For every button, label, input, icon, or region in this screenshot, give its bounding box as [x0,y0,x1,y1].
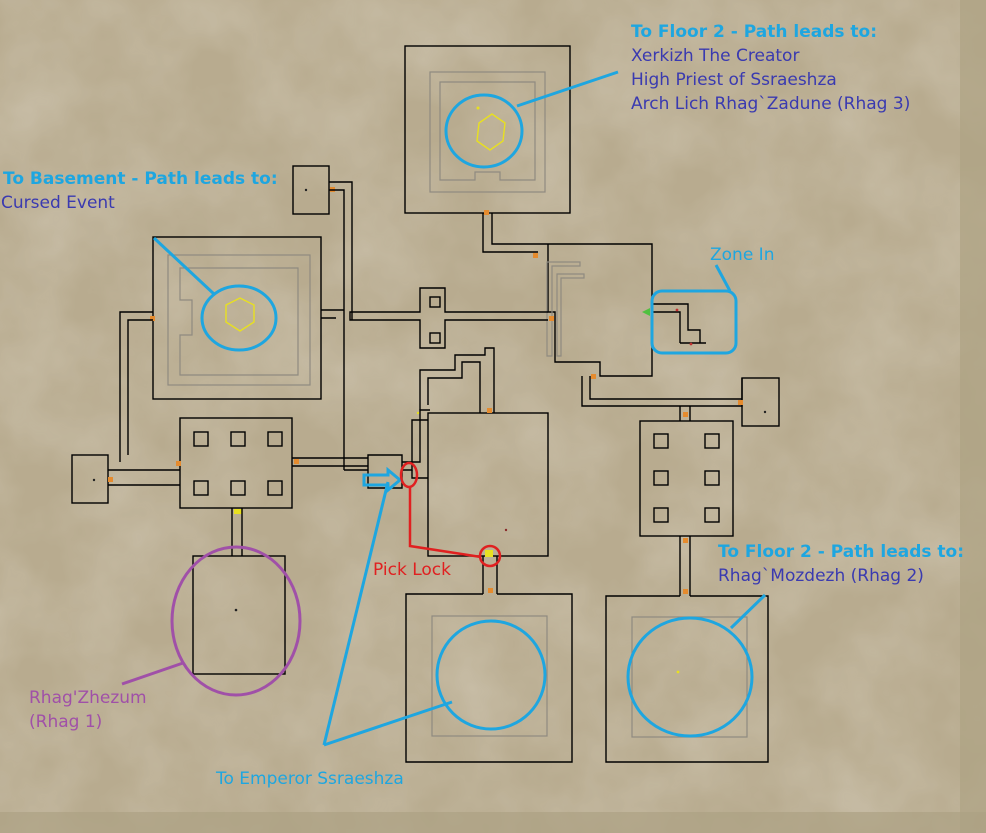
floor2-north-heading: To Floor 2 - Path leads to: [631,22,877,42]
blue-pointer-arrow-icon [362,466,403,494]
west-small-room [71,454,180,504]
map-edge-right [960,0,986,833]
hub-west-corridor [349,287,548,349]
map-edge-bottom [0,812,986,833]
floor2-east-line1: Rhag`Mozdezh (Rhag 2) [718,566,924,586]
east-pillar-room [639,420,734,596]
rhag2-leader [729,593,767,630]
emperor-circle [435,619,547,731]
zone-in-label: Zone In [710,245,774,265]
basement-event-path [225,297,255,332]
emperor-leader-a [322,481,390,746]
emperor-leader-b [323,700,453,747]
zone-in-corridor [652,303,706,346]
rhag1-line2: (Rhag 1) [29,712,102,732]
small-pillar-b [429,332,441,344]
rhag1-circle [170,545,302,697]
east-pillar-corridor [679,406,691,421]
north-corridors [419,347,495,413]
north-room [404,45,571,253]
floor2-north-line3: Arch Lich Rhag`Zadune (Rhag 3) [631,94,910,114]
east-small-room [738,377,780,427]
emperor-label: To Emperor Ssraeshza [215,769,404,789]
lock-antechamber [344,409,430,489]
rhag2-circle [626,616,754,738]
zone-in-box [650,289,738,355]
floor2-north-line1: Xerkizh The Creator [631,46,799,66]
zone-in-arrow-icon [642,308,650,316]
rhag1-room [192,555,286,675]
basement-heading: To Basement - Path leads to: [3,169,278,189]
north-event-path [476,113,506,151]
pick-lock-label: Pick Lock [373,560,451,580]
floor2-east-heading: To Floor 2 - Path leads to: [718,542,964,562]
rhag1-leader [121,661,184,686]
basement-line1: Cursed Event [1,193,115,213]
pick-lock-path [408,487,482,559]
west-pillar-room [176,417,368,556]
basement-leader [152,236,216,296]
zone-in-leader [714,264,732,292]
basement-stairs-circle [200,284,278,352]
basement-room [119,236,344,462]
small-pillar-a [429,296,441,308]
rhag1-line1: Rhag'Zhezum [29,688,147,708]
north-leader [516,70,619,108]
rhag1-marker [234,608,238,612]
nw-small-room [292,165,353,470]
floor2-north-line2: High Priest of Ssraeshza [631,70,837,90]
emperor-room [405,593,573,763]
north-stairs-circle [444,93,524,169]
